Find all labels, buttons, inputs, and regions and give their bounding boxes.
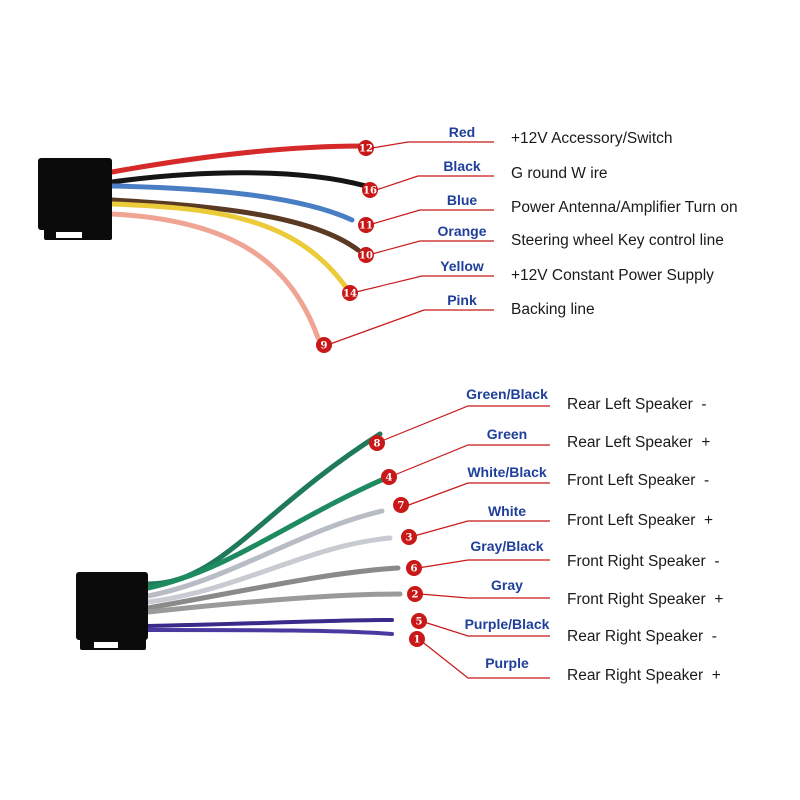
function-label: Backing line: [511, 301, 595, 318]
pin-number: 8: [374, 439, 381, 450]
color-label-green-black: Green/Black: [466, 386, 548, 402]
wire-purple-black: [146, 618, 394, 628]
wire-white: [145, 535, 393, 605]
leader-11: [371, 209, 494, 225]
pin-number: 6: [411, 564, 418, 575]
leader-10: [371, 240, 494, 255]
pin-number: 14: [343, 289, 357, 300]
wire-yellow: [109, 201, 351, 293]
function-label: +12V Constant Power Supply: [511, 267, 714, 284]
function-label: G round W ire: [511, 165, 607, 182]
function-label: Front Right Speaker +: [567, 591, 723, 608]
leader-16: [375, 175, 494, 191]
wire-green-black: [145, 431, 383, 587]
wire-green: [145, 475, 389, 591]
leader-8: [383, 405, 550, 441]
bottom-connector: [76, 572, 148, 650]
pin-number: 4: [386, 473, 393, 484]
pin-badge-6: 6: [406, 560, 422, 576]
pin-badge-4: 4: [381, 469, 397, 485]
function-label: Rear Left Speaker +: [567, 434, 710, 451]
pin-number: 1: [414, 635, 421, 646]
color-label-gray: Gray: [491, 577, 523, 593]
color-label-purple: Purple: [485, 655, 529, 671]
leader-2: [419, 593, 550, 599]
color-label-orange: Orange: [437, 223, 486, 239]
wire-white-black: [145, 508, 385, 599]
pin-number: 9: [321, 341, 328, 352]
leader-12: [371, 141, 494, 149]
function-label: Power Antenna/Amplifier Turn on: [511, 199, 738, 216]
bottom-harness: 8 4 7 3 6 2 5 1 Green/Black Green White/…: [76, 386, 723, 684]
wire-brown: [109, 197, 361, 253]
top-connector: [38, 158, 112, 240]
pin-badge-8: 8: [369, 435, 385, 451]
pin-number: 3: [406, 533, 413, 544]
leader-5: [423, 621, 550, 637]
top-harness: 12 16 11 10 14 9 Red Black Blue Orange Y…: [38, 124, 738, 353]
function-label: Steering wheel Key control line: [511, 232, 724, 249]
wire-purple: [146, 628, 394, 636]
leader-3: [413, 520, 550, 537]
pin-badge-9: 9: [316, 337, 332, 353]
pin-number: 11: [359, 221, 373, 232]
pin-badge-2: 2: [407, 586, 423, 602]
pin-number: 12: [359, 144, 373, 155]
pin-badge-16: 16: [362, 182, 378, 198]
pin-badge-11: 11: [358, 217, 374, 233]
pin-number: 2: [412, 590, 419, 601]
color-label-white: White: [488, 503, 526, 519]
color-label-pink: Pink: [447, 292, 477, 308]
pin-badge-14: 14: [342, 285, 358, 301]
function-label: Rear Right Speaker -: [567, 628, 717, 645]
color-label-green: Green: [487, 426, 527, 442]
wire-red: [109, 143, 365, 175]
pin-badge-7: 7: [393, 497, 409, 513]
leader-4: [391, 444, 550, 477]
pin-number: 10: [359, 251, 373, 262]
color-label-yellow: Yellow: [440, 258, 484, 274]
color-label-red: Red: [449, 124, 475, 140]
pin-badge-1: 1: [409, 631, 425, 647]
function-label: +12V Accessory/Switch: [511, 130, 673, 147]
function-label: Front Left Speaker +: [567, 512, 713, 529]
color-label-blue: Blue: [447, 192, 478, 208]
pin-badge-10: 10: [358, 247, 374, 263]
color-label-white-black: White/Black: [467, 464, 547, 480]
wire-black: [109, 170, 369, 189]
function-label: Front Right Speaker -: [567, 553, 719, 570]
wire-gray: [145, 591, 403, 615]
function-label: Rear Right Speaker +: [567, 667, 721, 684]
pin-number: 16: [363, 186, 377, 197]
color-label-black: Black: [443, 158, 481, 174]
function-label: Rear Left Speaker -: [567, 396, 707, 413]
color-label-purple-black: Purple/Black: [465, 616, 550, 632]
wire-pink: [109, 211, 321, 341]
function-label: Front Left Speaker -: [567, 472, 709, 489]
pin-number: 7: [398, 501, 405, 512]
pin-badge-12: 12: [358, 140, 374, 156]
wire-gray-black: [145, 565, 401, 611]
wire-blue: [109, 183, 355, 223]
leader-7: [405, 482, 550, 507]
leader-14: [355, 275, 494, 293]
leader-6: [417, 559, 550, 569]
pin-badge-5: 5: [411, 613, 427, 629]
pin-badge-3: 3: [401, 529, 417, 545]
leader-1: [419, 639, 550, 679]
leader-9: [329, 309, 494, 345]
pin-number: 5: [416, 617, 423, 628]
color-label-gray-black: Gray/Black: [470, 538, 543, 554]
